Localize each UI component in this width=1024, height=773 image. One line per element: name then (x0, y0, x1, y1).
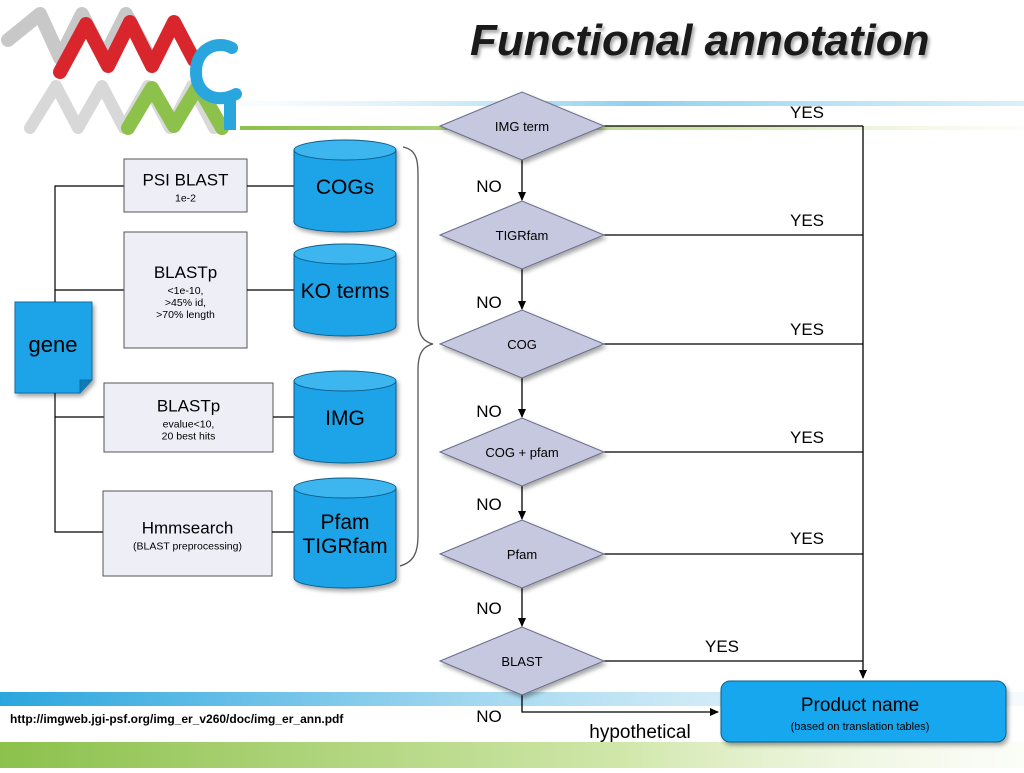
yes-label: YES (790, 211, 824, 230)
mmg-logo (1, 7, 242, 135)
decision-diamond: BLAST (438, 626, 606, 696)
tool-param: (BLAST preprocessing) (133, 541, 242, 553)
tool-name: BLASTp (154, 263, 217, 282)
decision-diamond: Pfam (438, 519, 606, 589)
database-label: IMG (325, 407, 365, 430)
yes-label: YES (790, 529, 824, 548)
database-label: COGs (316, 176, 374, 199)
tool-param: 20 best hits (162, 431, 216, 443)
decision-diamond: COG + pfam (438, 417, 606, 487)
product-name-title: Product name (801, 695, 919, 716)
tool-param: 1e-2 (175, 193, 196, 205)
gene-label: gene (29, 332, 78, 357)
no-label: NO (476, 293, 502, 312)
yes-label: YES (790, 320, 824, 339)
tool-box: BLASTp evalue<10,20 best hits (103, 382, 274, 453)
yes-label: YES (705, 637, 739, 656)
database-label: KO terms (301, 280, 390, 303)
gene-connectors (54, 185, 124, 533)
decision-diamond: IMG term (438, 91, 606, 161)
no-label: NO (476, 707, 502, 726)
decision-label: BLAST (501, 654, 542, 669)
decision-label: COG + pfam (485, 445, 558, 460)
no-label: NO (476, 599, 502, 618)
decision-label: Pfam (507, 547, 537, 562)
tool-box: BLASTp <1e-10,>45% id,>70% length (123, 231, 248, 349)
decision-label: IMG term (495, 119, 549, 134)
tool-name: PSI BLAST (143, 171, 229, 190)
tool-box: Hmmsearch (BLAST preprocessing) (102, 490, 273, 577)
product-name-box: Product name (based on translation tables… (720, 680, 1007, 743)
hypothetical-label: hypothetical (589, 722, 690, 743)
gene-box: gene (14, 301, 93, 394)
decision-diamond: COG (438, 309, 606, 379)
yes-label: YES (790, 428, 824, 447)
header-green-bar (240, 126, 1024, 130)
tool-param: <1e-10, (168, 285, 204, 297)
tool-param: >70% length (156, 309, 215, 321)
product-name-subtitle: (based on translation tables) (791, 721, 930, 733)
footer-green-bar (0, 742, 1024, 768)
decision-label: TIGRfam (496, 228, 549, 243)
header-accent-bar (240, 101, 1024, 106)
slide-title: Functional annotation (470, 16, 930, 65)
tool-name: BLASTp (157, 397, 220, 416)
tool-param: >45% id, (165, 297, 206, 309)
tool-param: evalue<10, (163, 419, 215, 431)
no-label: NO (476, 177, 502, 196)
yes-label: YES (790, 103, 824, 122)
database-label: TIGRfam (302, 535, 387, 558)
tool-box: PSI BLAST 1e-2 (123, 158, 248, 213)
no-label: NO (476, 402, 502, 421)
database-cylinder: COGs (293, 139, 397, 233)
database-cylinder: IMG (293, 370, 397, 464)
decision-diamond: TIGRfam (438, 200, 606, 270)
database-label: Pfam (320, 511, 369, 534)
decision-label: COG (507, 337, 537, 352)
tool-name: Hmmsearch (142, 519, 234, 538)
no-label: NO (476, 495, 502, 514)
database-cylinder: KO terms (293, 243, 397, 337)
grouping-brace (399, 146, 434, 567)
source-url[interactable]: http://imgweb.jgi-psf.org/img_er_v260/do… (10, 712, 344, 726)
decision-flow (518, 125, 867, 716)
